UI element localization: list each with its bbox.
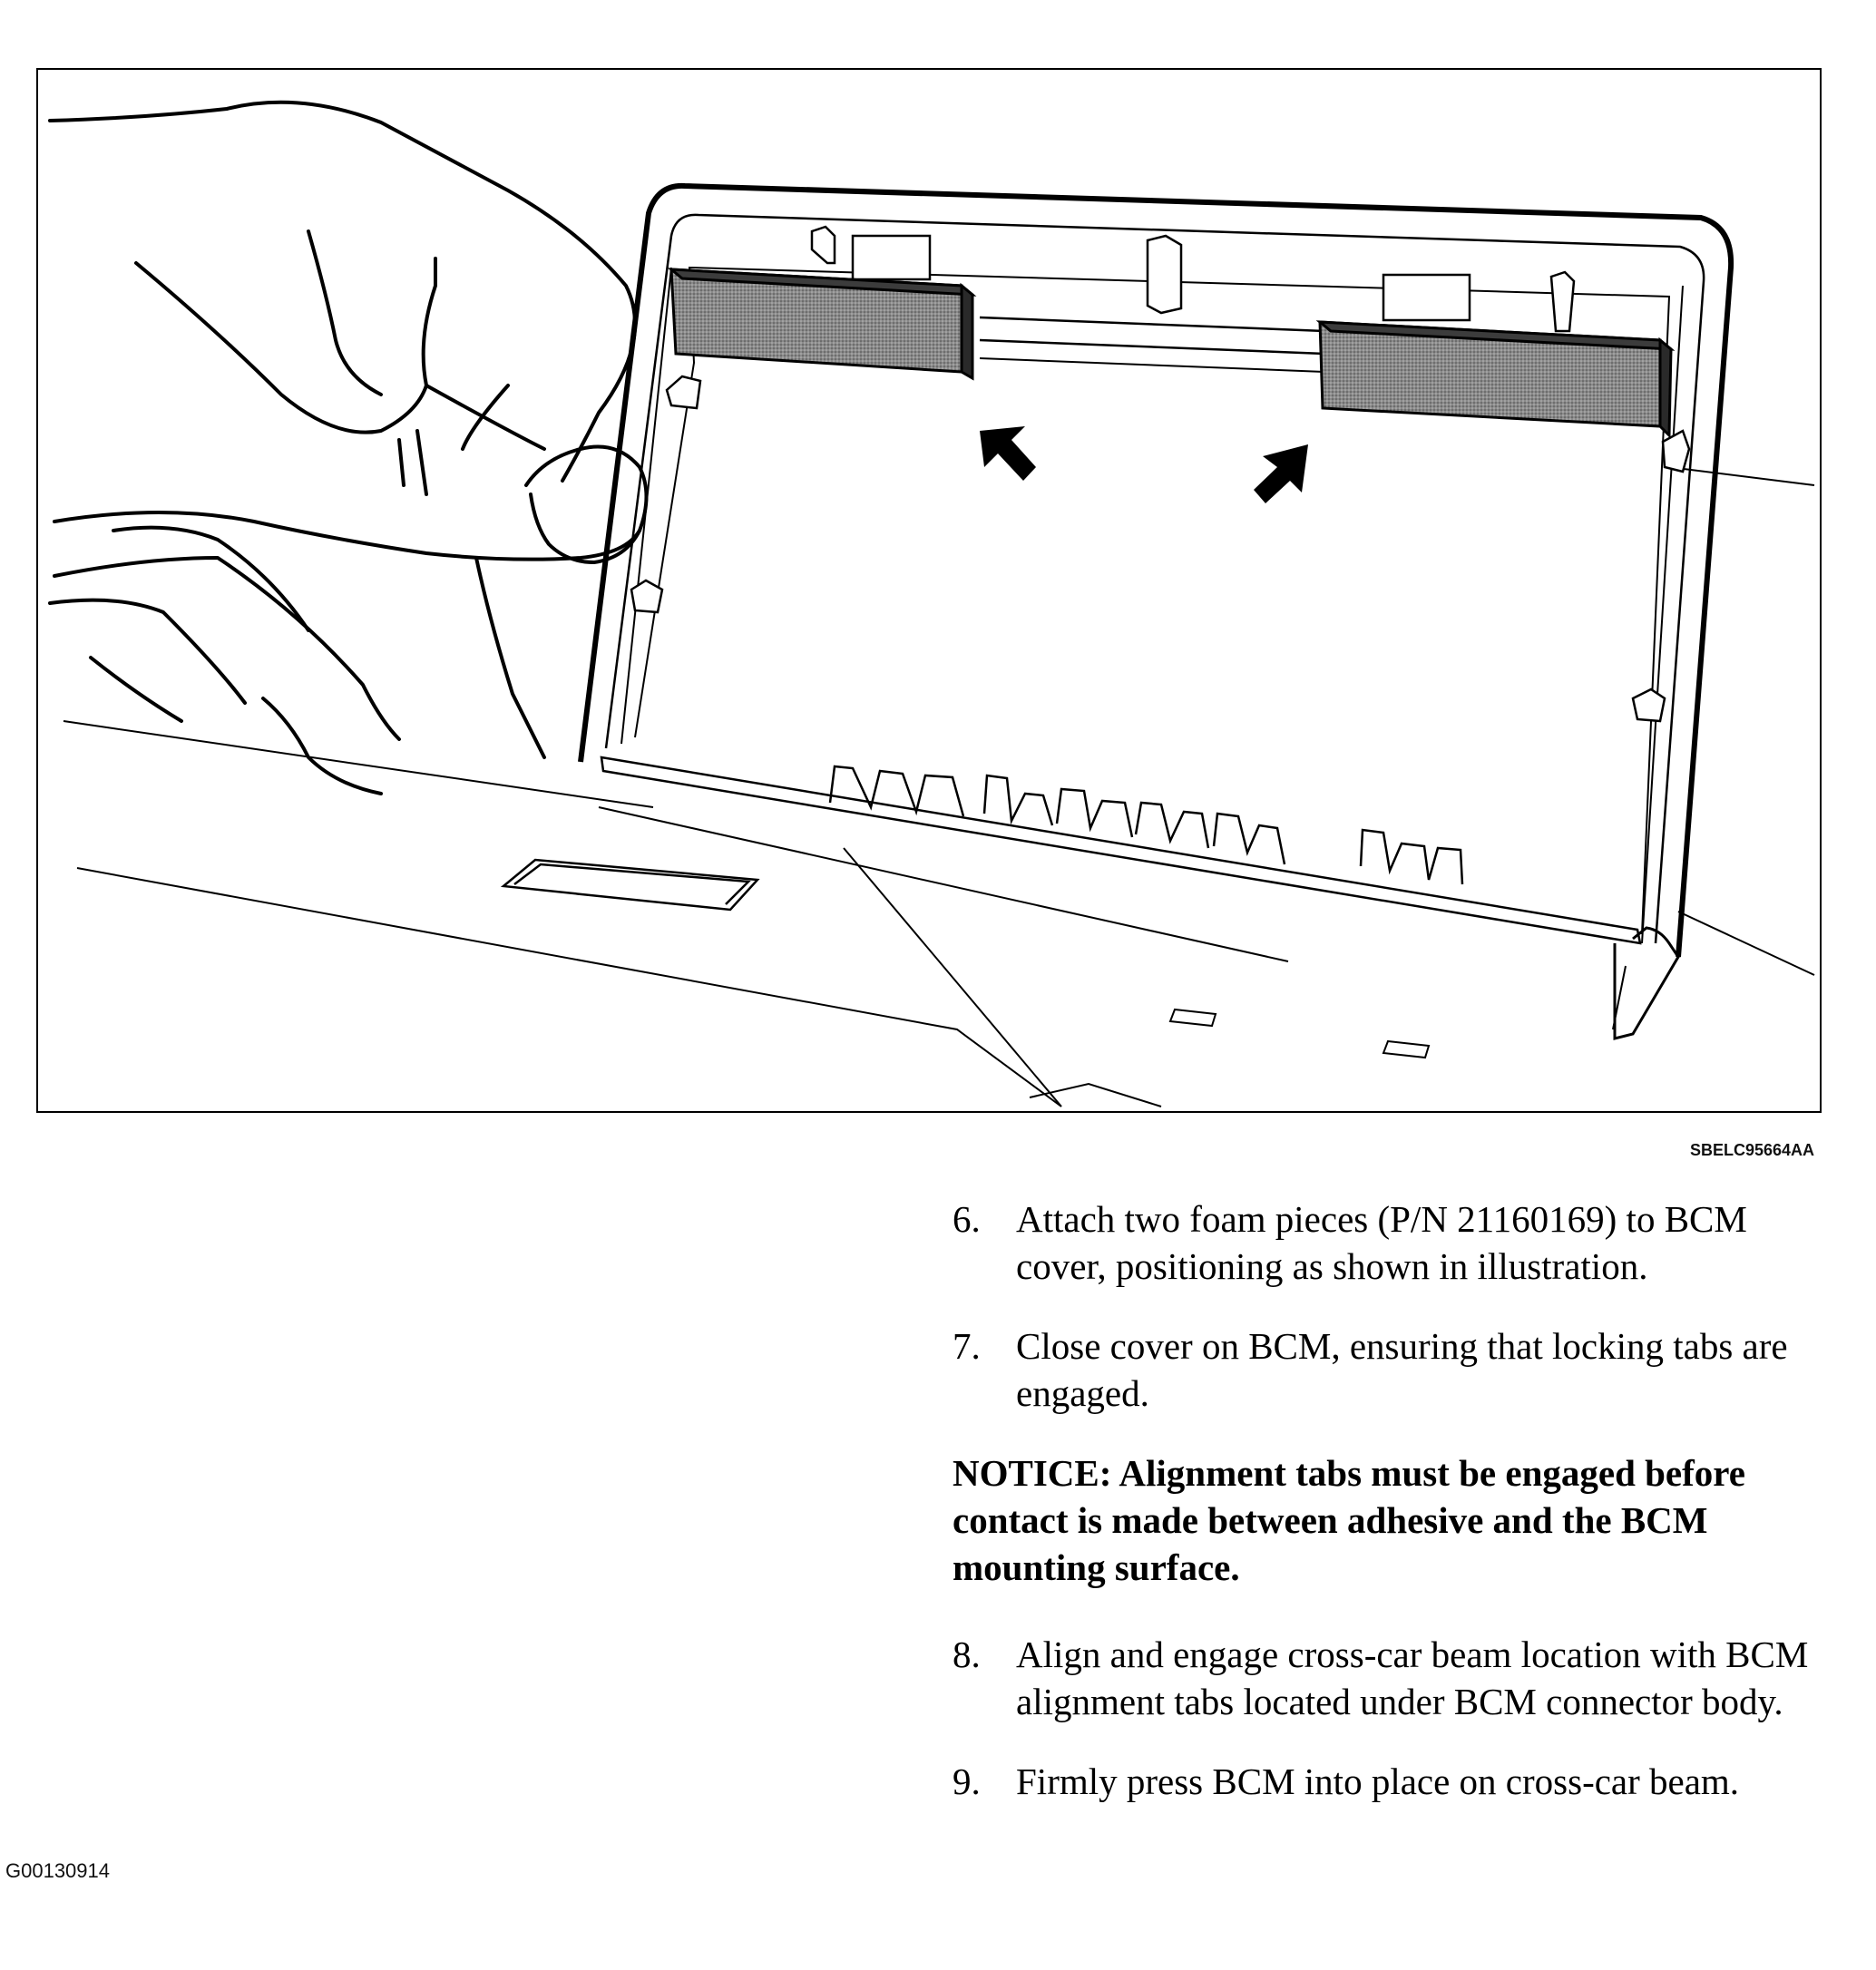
step-item: 7. Close cover on BCM, ensuring that loc… [953,1322,1823,1417]
notice-text: NOTICE: Alignment tabs must be engaged b… [953,1452,1745,1588]
step-text: Close cover on BCM, ensuring that lockin… [1016,1325,1788,1414]
step-text: Attach two foam pieces (P/N 21160169) to… [1016,1198,1747,1287]
step-item: 6. Attach two foam pieces (P/N 21160169)… [953,1195,1823,1290]
step-item: 8. Align and engage cross-car beam locat… [953,1631,1823,1725]
step-number: 8. [953,1634,981,1675]
foam-pieces [667,268,1676,439]
alignment-tabs [630,225,1691,723]
page-code: G00130914 [5,1859,110,1882]
step-number: 6. [953,1198,981,1240]
step-item: 9. Firmly press BCM into place on cross-… [953,1758,1823,1805]
step-text: Firmly press BCM into place on cross-car… [1016,1760,1740,1802]
step-number: 9. [953,1760,981,1802]
hand [48,100,649,795]
illustration-drawing [36,68,1822,1113]
illustration-bcm-cover [36,68,1822,1113]
figure-code: SBELC95664AA [1689,1141,1814,1159]
dash-surface [63,466,1815,1107]
instructions: 6. Attach two foam pieces (P/N 21160169)… [953,1195,1823,1838]
vent-slot [500,858,760,912]
arrows [980,426,1308,503]
connector-tabs [828,765,1464,885]
step-number: 7. [953,1325,981,1367]
step-text: Align and engage cross-car beam location… [1016,1634,1809,1722]
arrow-right [1254,444,1308,503]
arrow-left [980,426,1036,481]
figure-border [36,68,1822,1113]
